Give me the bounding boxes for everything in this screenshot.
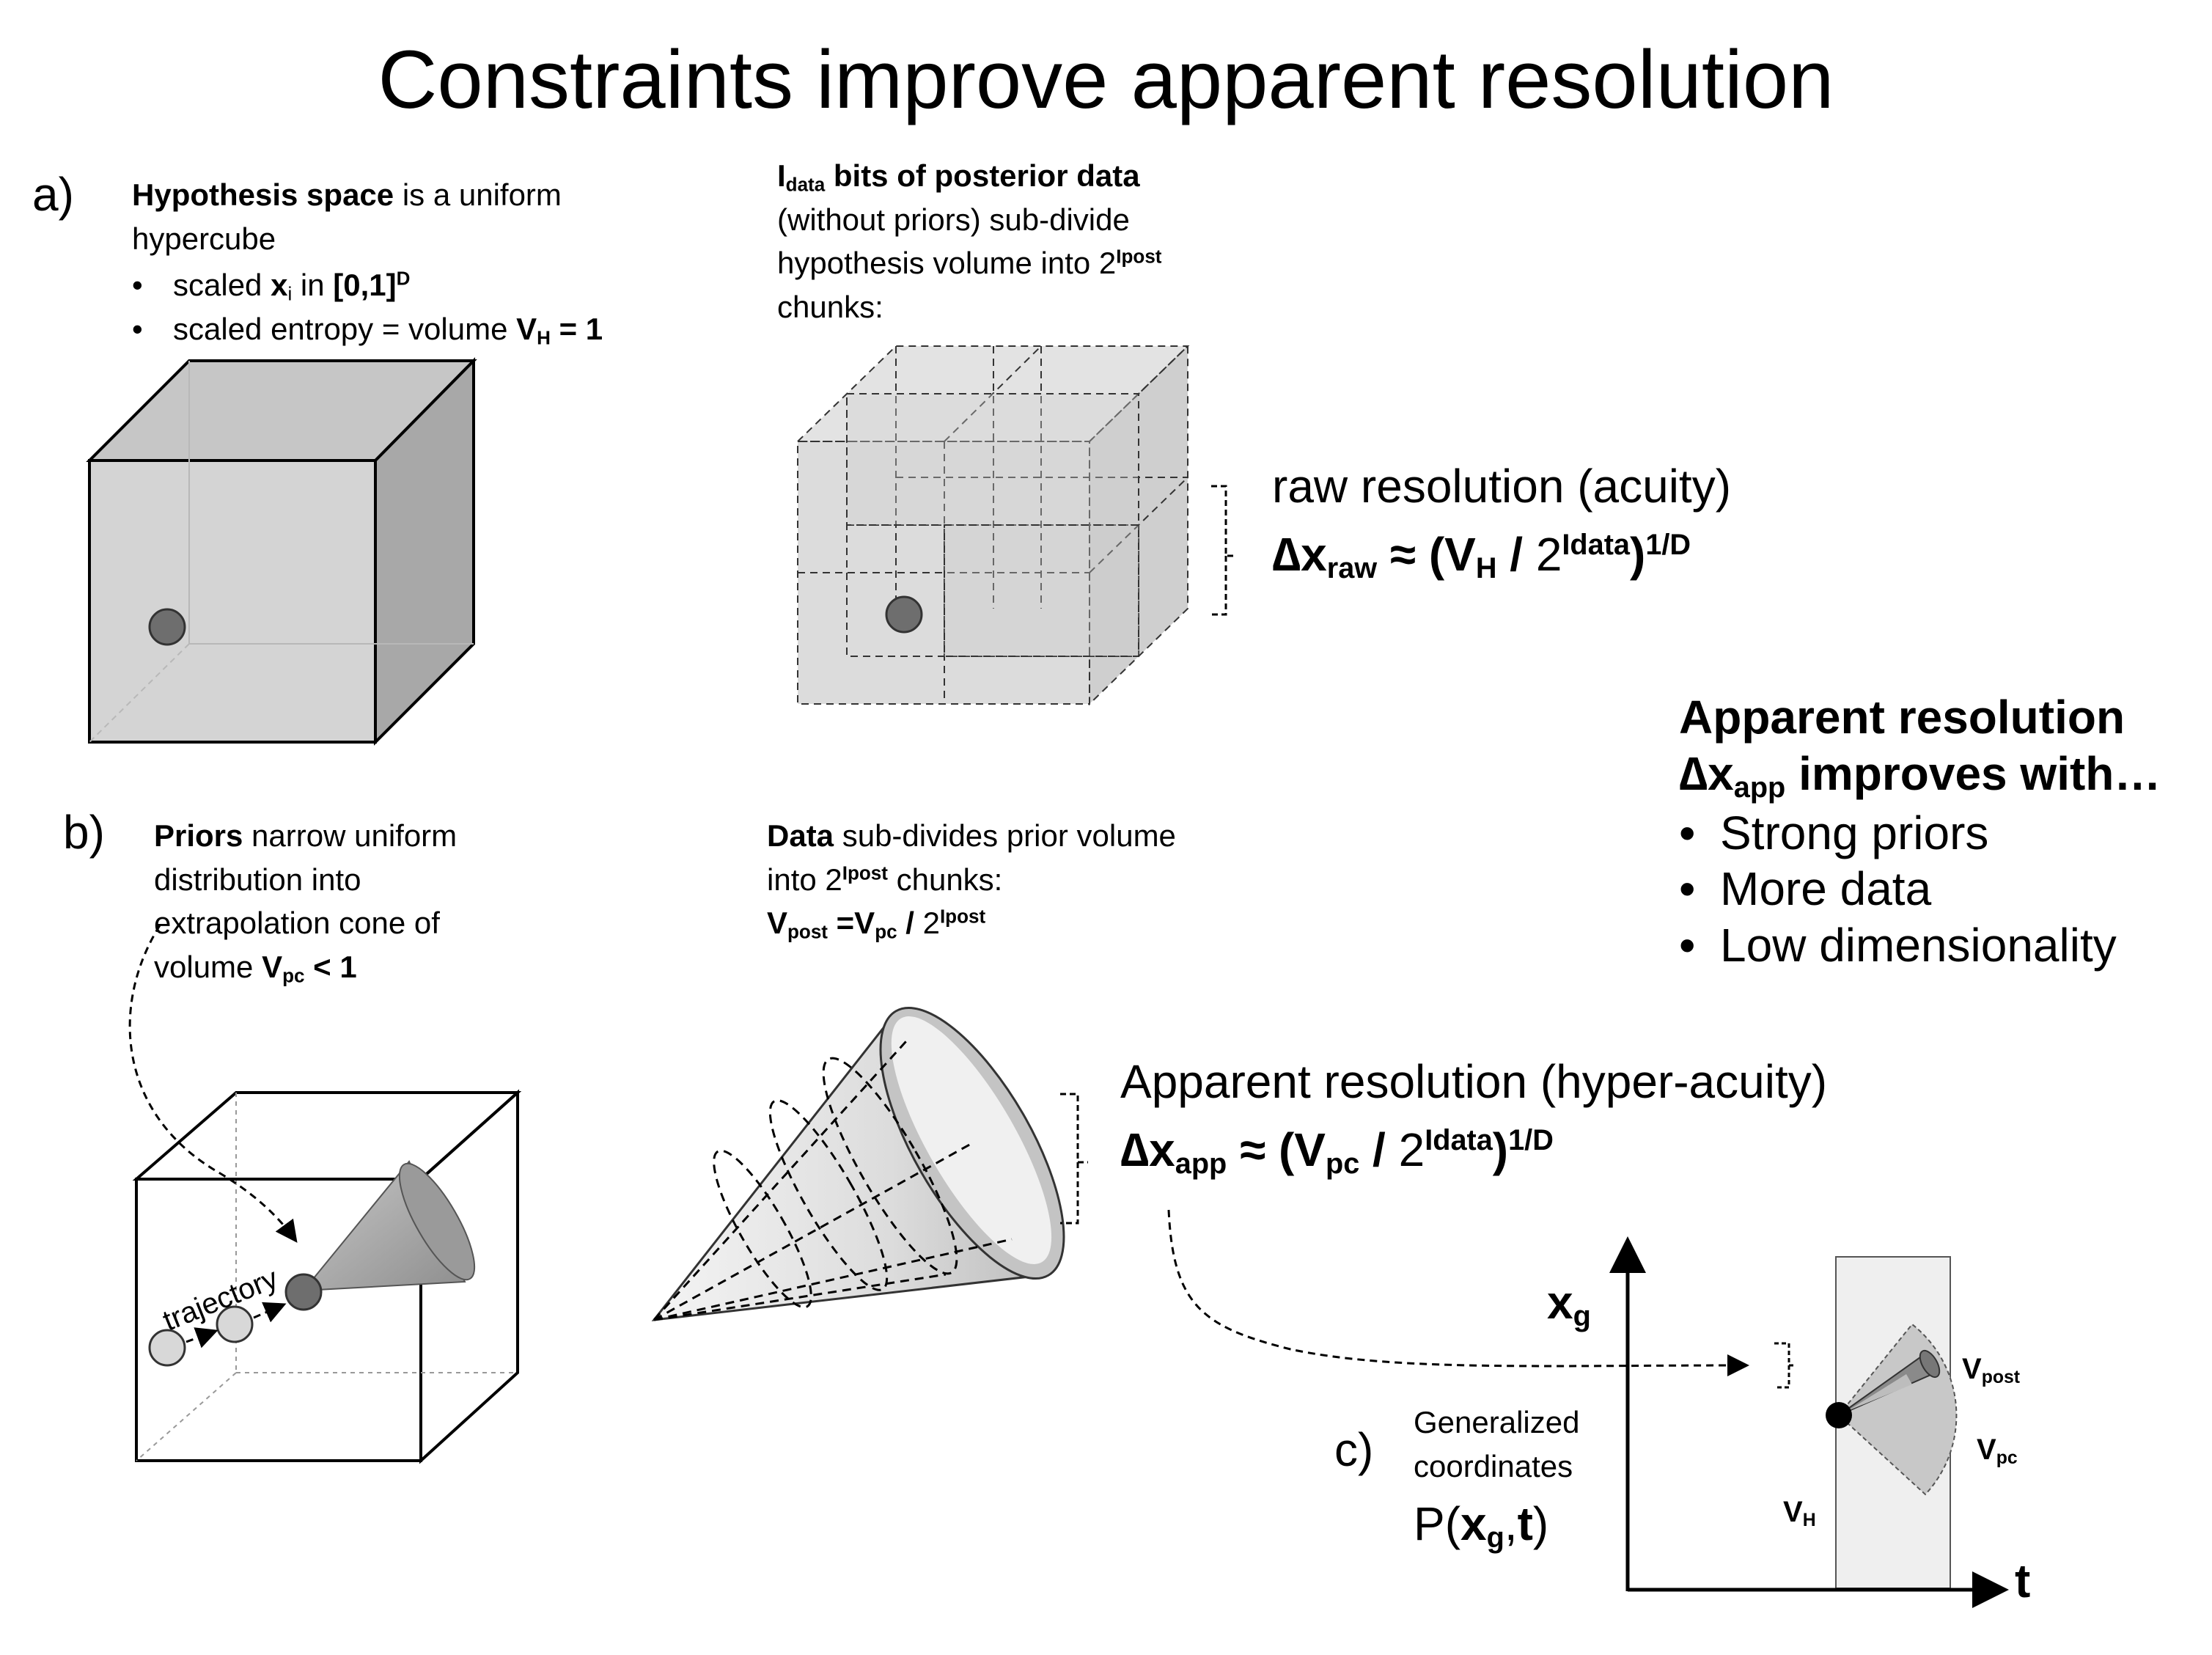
trajectory-point-2: [216, 1305, 254, 1343]
hypercube: [86, 357, 477, 746]
bullet-scaled-x: scaled xi in [0,1]D: [132, 263, 645, 307]
page-title: Constraints improve apparent resolution: [378, 34, 1834, 125]
priors-arrow: [128, 925, 298, 1243]
hypothesis-space-text: Hypothesis space is a uniform hypercube …: [132, 173, 645, 351]
panel-c-label: c): [1334, 1423, 1374, 1476]
prior-cube: [132, 1089, 522, 1464]
chart-bracket: [1774, 1342, 1795, 1389]
app-bracket: [1060, 1093, 1088, 1225]
trajectory-point-current: [284, 1273, 323, 1311]
subdivided-point: [885, 595, 923, 634]
summary-item: Low dimensionality: [1679, 917, 2161, 974]
panel-a-label: a): [32, 168, 74, 221]
axis-y-label: xg: [1547, 1276, 1591, 1332]
apparent-resolution-title: Apparent resolution (hyper-acuity): [1120, 1055, 1828, 1108]
idata-text: Idata bits of posterior data (without pr…: [777, 158, 1162, 324]
summary-item: Strong priors: [1679, 805, 2161, 862]
generalized-coords-text: Generalized coordinates: [1414, 1405, 1580, 1483]
subdivided-cube: [795, 344, 1190, 706]
data-cone: [651, 1006, 1065, 1321]
summary-subtitle: ∆xapp improves with…: [1679, 746, 2161, 804]
bullet-scaled-entropy: scaled entropy = volume VH = 1: [132, 307, 645, 351]
raw-resolution-title: raw resolution (acuity): [1272, 460, 1731, 513]
generalized-coords-chart: [1609, 1236, 2009, 1608]
formula-to-chart-arrow: [1167, 1209, 1749, 1377]
vh-label: VH: [1783, 1496, 1816, 1531]
summary-title: Apparent resolution: [1679, 691, 2125, 744]
data-subdivides-text: Data sub-divides prior volume into 2Ipos…: [767, 818, 1176, 943]
probability-label: P(xg,t): [1414, 1497, 1549, 1554]
current-state-dot: [1826, 1402, 1852, 1428]
vpost-label: Vpost: [1962, 1353, 2021, 1388]
hypothesis-point: [148, 608, 186, 646]
trajectory-point-1: [148, 1329, 186, 1367]
vpc-label: Vpc: [1977, 1434, 2018, 1469]
priors-text: Priors narrow uniform distribution into …: [154, 818, 458, 987]
apparent-resolution-formula: ∆xapp ≈ (Vpc / 2Idata)1/D: [1120, 1123, 1554, 1180]
raw-resolution-formula: ∆xraw ≈ (VH / 2Idata)1/D: [1272, 528, 1691, 584]
summary-item: More data: [1679, 861, 2161, 917]
axis-x-label: t: [2015, 1555, 2031, 1607]
panel-b-label: b): [63, 806, 105, 859]
raw-bracket: [1211, 485, 1235, 616]
summary-block: Apparent resolution ∆xapp improves with……: [1679, 689, 2161, 974]
